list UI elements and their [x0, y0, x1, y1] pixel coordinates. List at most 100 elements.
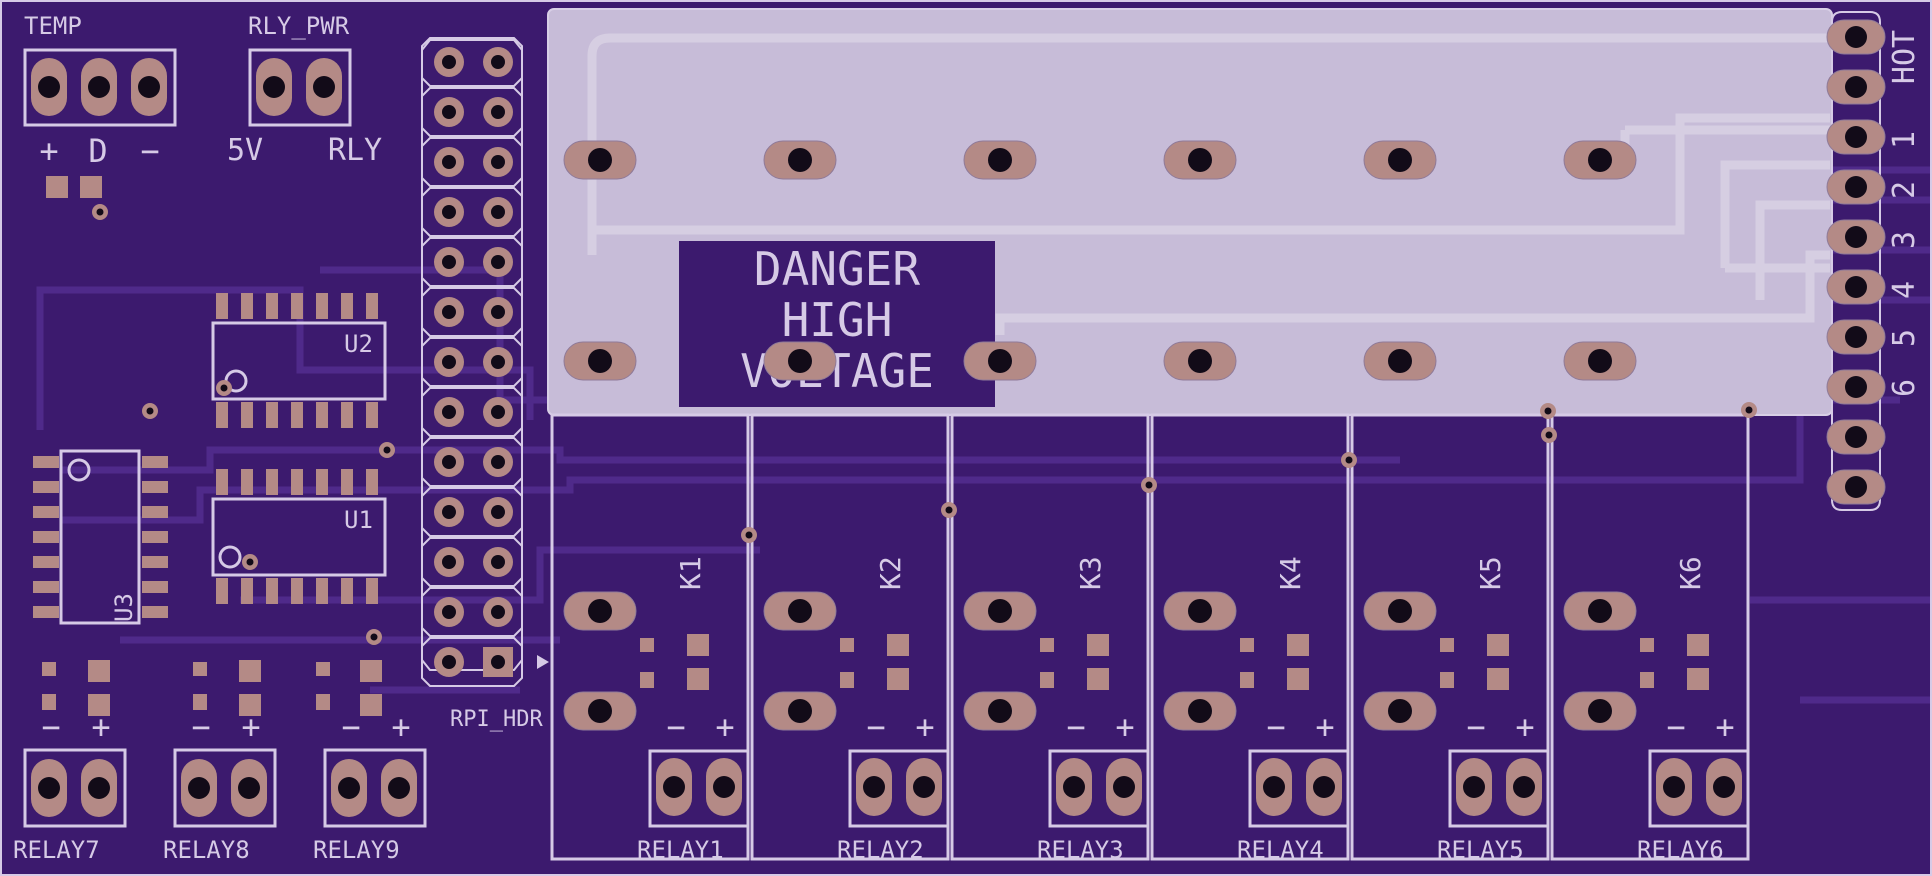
hv-pad: [963, 140, 1037, 180]
via: [142, 403, 158, 419]
header-pin: [483, 647, 513, 677]
relay-ref-label: K3: [1074, 556, 1107, 590]
header-pin: [434, 247, 464, 277]
relay-pad: [381, 759, 417, 817]
relay-ref-label: K4: [1274, 556, 1307, 590]
hv-pad: [763, 341, 837, 381]
via: [741, 527, 757, 543]
header-pin: [483, 397, 513, 427]
relay-power-connector: RLY_PWR 5V RLY: [227, 12, 382, 168]
plus-label: +: [241, 708, 260, 746]
coil-pad: [963, 691, 1037, 731]
relay-channel-5: K5 −+ RELAY5: [1350, 140, 1550, 864]
u3-label: U3: [110, 593, 138, 622]
hot-pin: [1826, 19, 1886, 55]
via: [366, 629, 382, 645]
connector-pad: [306, 58, 342, 116]
header-pin: [483, 497, 513, 527]
minus-label: −: [866, 708, 885, 746]
coil-pad: [1163, 591, 1237, 631]
coil-pad: [563, 691, 637, 731]
plus-label: +: [91, 708, 110, 746]
warning-line-2: HIGH: [782, 293, 893, 347]
hv-pad: [1563, 140, 1637, 180]
plus-label: +: [1115, 708, 1134, 746]
u2-label: U2: [344, 330, 373, 358]
relay-output-pad: [1056, 758, 1092, 816]
via: [92, 204, 108, 220]
hv-pad: [1363, 140, 1437, 180]
relay-label: RELAY2: [837, 836, 924, 864]
relay-ref-label: K1: [674, 556, 707, 590]
coil-pad: [963, 591, 1037, 631]
relay-pad: [181, 759, 217, 817]
minus-label: −: [1266, 708, 1285, 746]
aux-relay-connectors: −+RELAY7−+RELAY8−+RELAY9: [13, 708, 427, 864]
relay-label: RELAY4: [1237, 836, 1324, 864]
hot-pin: [1826, 169, 1886, 205]
plus-label: +: [715, 708, 734, 746]
pwr-rly-label: RLY: [328, 133, 382, 168]
relay-label: RELAY5: [1437, 836, 1524, 864]
hot-pin: [1826, 119, 1886, 155]
header-pin: [483, 47, 513, 77]
minus-label: −: [41, 708, 60, 746]
relay-output-pad: [856, 758, 892, 816]
hot-pin: [1826, 69, 1886, 105]
header-pin: [483, 347, 513, 377]
header-pin: [483, 297, 513, 327]
minus-label: −: [341, 708, 360, 746]
hv-pad: [763, 140, 837, 180]
plus-label: +: [1715, 708, 1734, 746]
temp-plus-label: +: [39, 132, 58, 170]
ic-u1: U1: [211, 469, 387, 604]
temp-resistor: [46, 176, 102, 198]
aux-smd-parts: [42, 660, 382, 716]
minus-label: −: [1466, 708, 1485, 746]
hot-terminal-label: 3: [1887, 231, 1922, 249]
header-pin: [434, 397, 464, 427]
relay-pad: [81, 759, 117, 817]
ic-u2: U2: [211, 293, 387, 428]
relay-ref-label: K2: [874, 556, 907, 590]
header-pin: [483, 147, 513, 177]
relay-pad: [231, 759, 267, 817]
relay-output-pad: [1306, 758, 1342, 816]
hot-terminal-label: 5: [1887, 329, 1922, 347]
via: [379, 442, 395, 458]
header-pin: [483, 547, 513, 577]
relay-channel-1: K1−+RELAY1: [550, 140, 750, 864]
hot-terminal-label: 2: [1887, 181, 1922, 199]
plus-label: +: [915, 708, 934, 746]
relay-output-pad: [1106, 758, 1142, 816]
relay-ref-label: K5: [1474, 556, 1507, 590]
relay-label: RELAY3: [1037, 836, 1124, 864]
relay-output-pad: [1706, 758, 1742, 816]
rly-pwr-label: RLY_PWR: [248, 12, 350, 40]
ic-u3: U3: [33, 449, 168, 625]
header-pin: [434, 447, 464, 477]
u1-label: U1: [344, 506, 373, 534]
coil-pad: [1563, 691, 1637, 731]
rpi-hdr-label: RPI_HDR: [450, 707, 543, 732]
relay-channel-2: K2 −+ RELAY2: [750, 140, 950, 864]
hot-pin: [1826, 269, 1886, 305]
minus-label: −: [191, 708, 210, 746]
via: [941, 502, 957, 518]
plus-label: +: [1515, 708, 1534, 746]
plus-label: +: [391, 708, 410, 746]
hot-terminal-label: HOT: [1887, 30, 1922, 84]
hv-pad: [1363, 341, 1437, 381]
minus-label: −: [1066, 708, 1085, 746]
coil-pad: [1363, 591, 1437, 631]
header-pin: [483, 447, 513, 477]
via: [216, 380, 232, 396]
hv-pad: [563, 341, 637, 381]
hv-pad: [1163, 140, 1237, 180]
relay-pad: [331, 759, 367, 817]
header-pin: [434, 297, 464, 327]
connector-pad: [131, 58, 167, 116]
header-pin: [483, 597, 513, 627]
